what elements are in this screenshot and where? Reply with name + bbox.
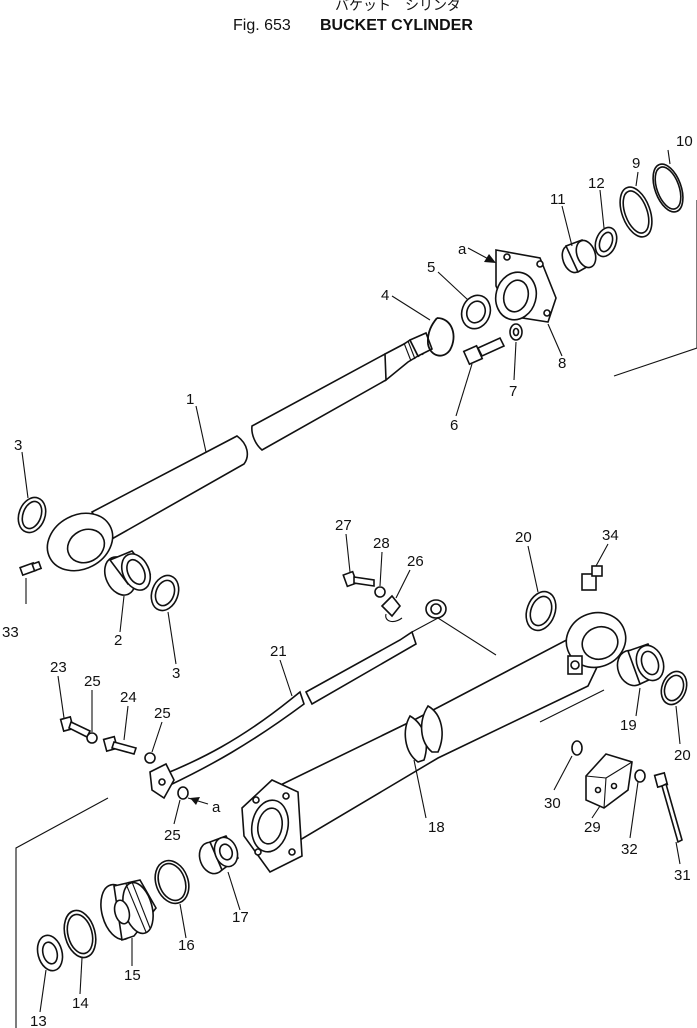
label-33: 33 [2, 624, 19, 641]
leader-lines [21, 149, 681, 1013]
elbow-fitting [581, 565, 603, 591]
label-27: 27 [335, 517, 352, 534]
label-11: 11 [550, 191, 566, 208]
valve-bolt [653, 771, 683, 844]
label-8: 8 [558, 355, 566, 372]
label-5: 5 [427, 259, 435, 276]
label-20-upper: 20 [515, 529, 532, 546]
flange-bolt-24 [102, 735, 138, 755]
label-19: 19 [620, 717, 637, 734]
label-25-a: 25 [84, 673, 101, 690]
label-30: 30 [544, 795, 561, 812]
label-23: 23 [50, 659, 67, 676]
label-21: 21 [270, 643, 287, 660]
figure-title: BUCKET CYLINDER [320, 17, 473, 34]
label-31: 31 [674, 867, 691, 884]
label-4: 4 [381, 287, 389, 304]
label-2: 2 [114, 632, 122, 649]
label-a-top: a [458, 241, 467, 258]
label-15: 15 [124, 967, 141, 984]
valve-washer [634, 769, 646, 783]
part-labels: 1 3 33 2 3 4 5 a 6 7 8 11 12 9 10 27 28 … [2, 133, 693, 1028]
label-24: 24 [120, 689, 137, 706]
snap-ring [426, 317, 455, 357]
piston-nut [198, 835, 240, 875]
grease-fitting [19, 560, 43, 577]
clamp-washer [374, 586, 386, 598]
o-ring-30 [571, 740, 583, 756]
label-14: 14 [72, 995, 89, 1012]
pipe-21 [158, 617, 497, 787]
title-japanese: バケット シリンダ [335, 0, 461, 13]
bottom-bushing [616, 643, 665, 687]
cylinder-tube [241, 611, 627, 874]
o-ring-25c [177, 786, 189, 800]
label-34: 34 [602, 527, 619, 544]
label-3-upper: 3 [14, 437, 22, 454]
label-7: 7 [509, 383, 517, 400]
clamp-bolt [342, 570, 375, 588]
label-25-c: 25 [164, 827, 181, 844]
clamp [380, 594, 447, 623]
label-12: 12 [588, 175, 605, 192]
group-border-lower [15, 797, 109, 1028]
head-bolt [462, 336, 506, 366]
piston [100, 879, 157, 942]
label-9: 9 [632, 155, 640, 172]
head-bushing [561, 238, 597, 274]
label-16: 16 [178, 937, 195, 954]
group-border-upper [613, 347, 697, 377]
label-20-lower: 20 [674, 747, 691, 764]
label-29: 29 [584, 819, 601, 836]
label-25-b: 25 [154, 705, 171, 722]
cylinder-head [494, 249, 557, 323]
label-26: 26 [407, 553, 424, 570]
label-17: 17 [232, 909, 249, 926]
washer-25a [86, 732, 98, 744]
label-18: 18 [428, 819, 445, 836]
label-28: 28 [373, 535, 390, 552]
bushing [103, 550, 152, 596]
label-a-bottom: a [212, 799, 221, 816]
label-1: 1 [186, 391, 194, 408]
piston-rod [46, 331, 434, 572]
figure-number: Fig. 653 [233, 17, 291, 34]
label-10: 10 [676, 133, 693, 150]
label-13: 13 [30, 1013, 47, 1028]
group-border-bottom [539, 689, 605, 723]
label-32: 32 [621, 841, 638, 858]
valve-block [585, 753, 633, 809]
washer-25b [144, 752, 156, 764]
label-3-lower: 3 [172, 665, 180, 682]
label-6: 6 [450, 417, 458, 434]
flange-bolt-23 [59, 715, 92, 739]
